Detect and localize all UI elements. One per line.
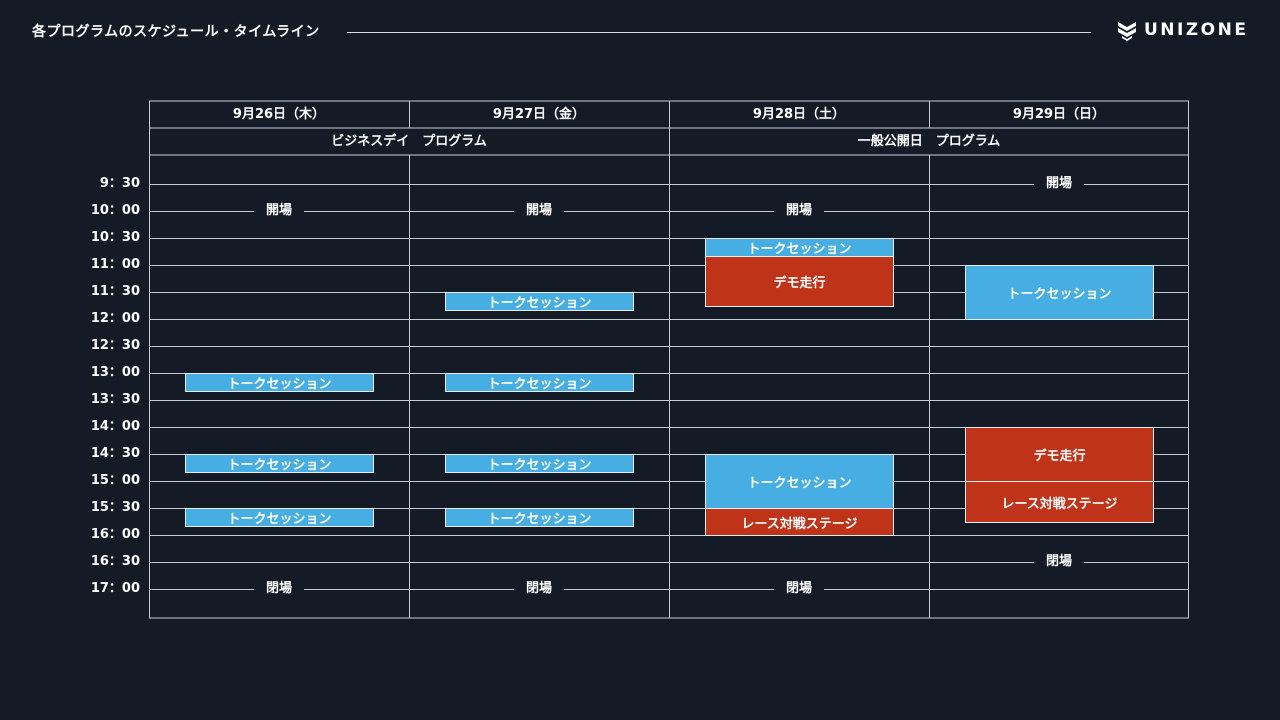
talk-session-block: トークセッション	[185, 373, 374, 392]
talk-session-block: トークセッション	[705, 454, 894, 509]
brand-name: UNIZONE	[1144, 20, 1249, 40]
talk-session-block: トークセッション	[965, 265, 1154, 320]
time-label: 17：00	[90, 581, 140, 596]
time-label: 12：30	[90, 338, 140, 353]
program-header: ビジネスデイ プログラム	[331, 134, 487, 149]
program-header: 一般公開日 プログラム	[857, 134, 1001, 149]
page-title: 各プログラムのスケジュール・タイムライン	[32, 24, 320, 40]
demo-event-block: デモ走行	[705, 256, 894, 307]
talk-session-block: トークセッション	[445, 508, 634, 527]
opening-marker: 開場	[253, 203, 305, 219]
talk-session-block: トークセッション	[185, 454, 374, 473]
demo-event-block: レース対戦ステージ	[705, 508, 894, 536]
closing-marker: 閉場	[1033, 554, 1085, 570]
time-label: 15：00	[90, 473, 140, 488]
time-label: 11：30	[90, 284, 140, 299]
day-header: 9月26日（木）	[232, 107, 326, 122]
time-label: 16：00	[90, 527, 140, 542]
time-label: 13：30	[90, 392, 140, 407]
time-label: 15：30	[90, 500, 140, 515]
demo-event-block: デモ走行	[965, 427, 1154, 482]
title-rule	[347, 32, 1091, 33]
time-label: 14：30	[90, 446, 140, 461]
talk-session-block: トークセッション	[445, 373, 634, 392]
talk-session-block: トークセッション	[185, 508, 374, 527]
closing-marker: 閉場	[513, 581, 565, 597]
day-header: 9月29日（日）	[1012, 107, 1106, 122]
closing-marker: 閉場	[773, 581, 825, 597]
time-label: 11：00	[90, 257, 140, 272]
time-label: 16：30	[90, 554, 140, 569]
opening-marker: 開場	[1033, 176, 1085, 192]
time-label: 12：00	[90, 311, 140, 326]
time-label: 14：00	[90, 419, 140, 434]
talk-session-block: トークセッション	[705, 238, 894, 257]
time-label: 10：30	[90, 230, 140, 245]
unizone-chevron-logo-icon	[1118, 22, 1136, 41]
talk-session-block: トークセッション	[445, 454, 634, 473]
talk-session-block: トークセッション	[445, 292, 634, 311]
time-label: 9：30	[99, 176, 140, 191]
opening-marker: 開場	[773, 203, 825, 219]
day-header: 9月28日（土）	[752, 107, 846, 122]
demo-event-block: レース対戦ステージ	[965, 481, 1154, 523]
day-header: 9月27日（金）	[492, 107, 586, 122]
time-label: 13：00	[90, 365, 140, 380]
brand-logo: UNIZONE	[1116, 19, 1248, 41]
opening-marker: 開場	[513, 203, 565, 219]
time-label: 10：00	[90, 203, 140, 218]
closing-marker: 閉場	[253, 581, 305, 597]
